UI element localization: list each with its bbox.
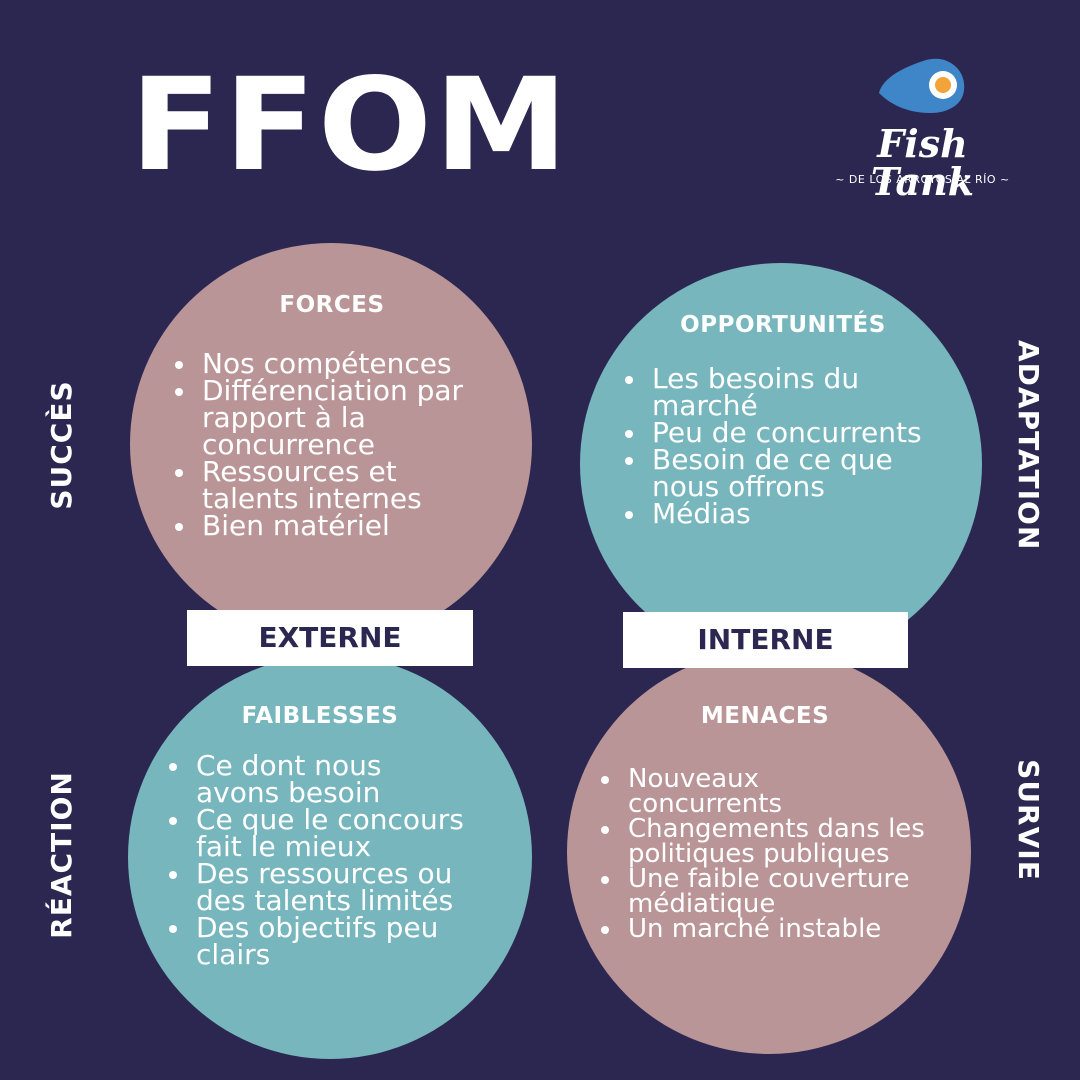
list-item: Ressources et talents internes [172,458,492,513]
forces-list: Nos compétences Différenciation par rapp… [172,350,492,540]
fish-icon [879,58,965,113]
interne-label: INTERNE [623,612,908,668]
forces-circle [130,243,532,645]
opportunites-list: Les besoins du marché Peu de concurrents… [622,365,967,528]
page-title: FFOM [130,51,571,200]
opportunites-circle [580,263,982,665]
logo-name: Fish Tank [870,121,975,204]
menaces-circle [567,650,971,1054]
opportunites-heading: OPPORTUNITÉS [680,312,886,338]
adaptation-label: ADAPTATION [1012,340,1045,551]
list-item: Ce dont nous avons besoin [166,752,411,807]
list-item: Peu de concurrents [622,419,967,447]
list-item: Des ressources ou des talents limités [166,860,476,915]
reaction-label: RÉACTION [45,771,78,939]
faiblesses-circle [128,655,532,1059]
faiblesses-list: Ce dont nous avons besoin Ce que le conc… [166,752,486,969]
menaces-heading: MENACES [700,703,830,729]
list-item: Nos compétences [172,350,492,378]
list-item: Un marché instable [598,916,953,942]
list-item: Médias [622,500,967,528]
succes-label: SUCCÈS [45,380,78,510]
list-item: Des objectifs peu clairs [166,914,466,969]
logo-tagline: ~ DE LOS ARROYOS AL RÍO ~ [835,173,1010,186]
externe-label: EXTERNE [187,610,473,666]
fish-tank-logo: Fish Tank ~ DE LOS ARROYOS AL RÍO ~ [820,55,1025,201]
forces-heading: FORCES [279,292,385,318]
list-item: Ce que le concours fait le mieux [166,806,486,861]
list-item: Changements dans les politiques publique… [598,816,953,867]
faiblesses-heading: FAIBLESSES [241,703,399,729]
list-item: Différenciation par rapport à la concurr… [172,377,492,459]
list-item: Une faible couverture médiatique [598,866,948,917]
list-item: Les besoins du marché [622,365,902,420]
list-item: Nouveaux concurrents [598,766,808,817]
survie-label: SURVIE [1012,759,1045,881]
menaces-list: Nouveaux concurrents Changements dans le… [598,766,953,942]
list-item: Besoin de ce que nous offrons [622,446,942,501]
list-item: Bien matériel [172,512,492,540]
